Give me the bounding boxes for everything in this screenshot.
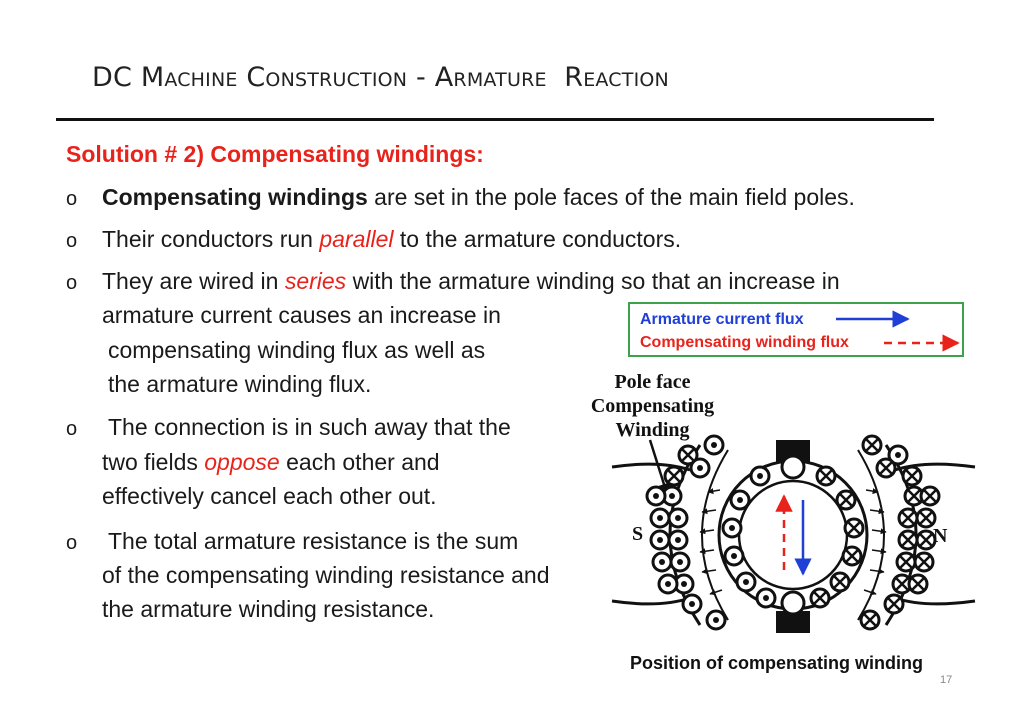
bullet-2: Their conductors run parallel to the arm… [102, 226, 682, 252]
bullet-marker: o [66, 230, 78, 252]
bullet-3-line-1: They are wired in series with the armatu… [102, 268, 840, 294]
bullet-marker: o [66, 532, 78, 554]
bullet-3-line-3: compensating winding flux as well as [108, 337, 486, 363]
bullet-marker: o [66, 188, 78, 210]
section-heading: Solution # 2) Compensating windings: [66, 141, 484, 167]
bullet-5-line-1: The total armature resistance is the sum [108, 528, 519, 554]
page-number: 17 [940, 674, 953, 686]
figure-caption: Position of compensating winding [630, 653, 923, 673]
brush-bottom [776, 611, 810, 633]
airgap-flux-arrows [699, 488, 887, 596]
brush-top [776, 440, 810, 462]
bullet-1: Compensating windings are set in the pol… [102, 184, 855, 210]
bullet-5-line-2: of the compensating winding resistance a… [102, 562, 550, 588]
slide-title: DC Machine Construction - Armature React… [92, 62, 669, 93]
bullet-3-line-2: armature current causes an increase in [102, 302, 501, 328]
bullet-5-line-3: the armature winding resistance. [102, 596, 435, 622]
legend-armature-label: Armature current flux [640, 311, 804, 328]
bullet-4-line-2: two fields oppose each other and [102, 449, 440, 475]
north-pole-label: N [933, 525, 948, 547]
legend-compensating-label: Compensating winding flux [640, 334, 849, 351]
pole-face-label: Pole face Compensating Winding [590, 371, 715, 441]
pole-face-pointer [648, 439, 672, 499]
bullet-4-line-3: effectively cancel each other out. [102, 483, 437, 509]
flux-legend: Armature current flux Compensating windi… [628, 302, 964, 357]
bullet-3-line-4: the armature winding flux. [108, 371, 372, 397]
bullet-marker: o [66, 272, 78, 294]
bullet-4-line-1: The connection is in such away that the [108, 414, 511, 440]
title-underline [56, 118, 934, 121]
south-pole-label: S [632, 523, 644, 545]
bullet-marker: o [66, 418, 78, 440]
